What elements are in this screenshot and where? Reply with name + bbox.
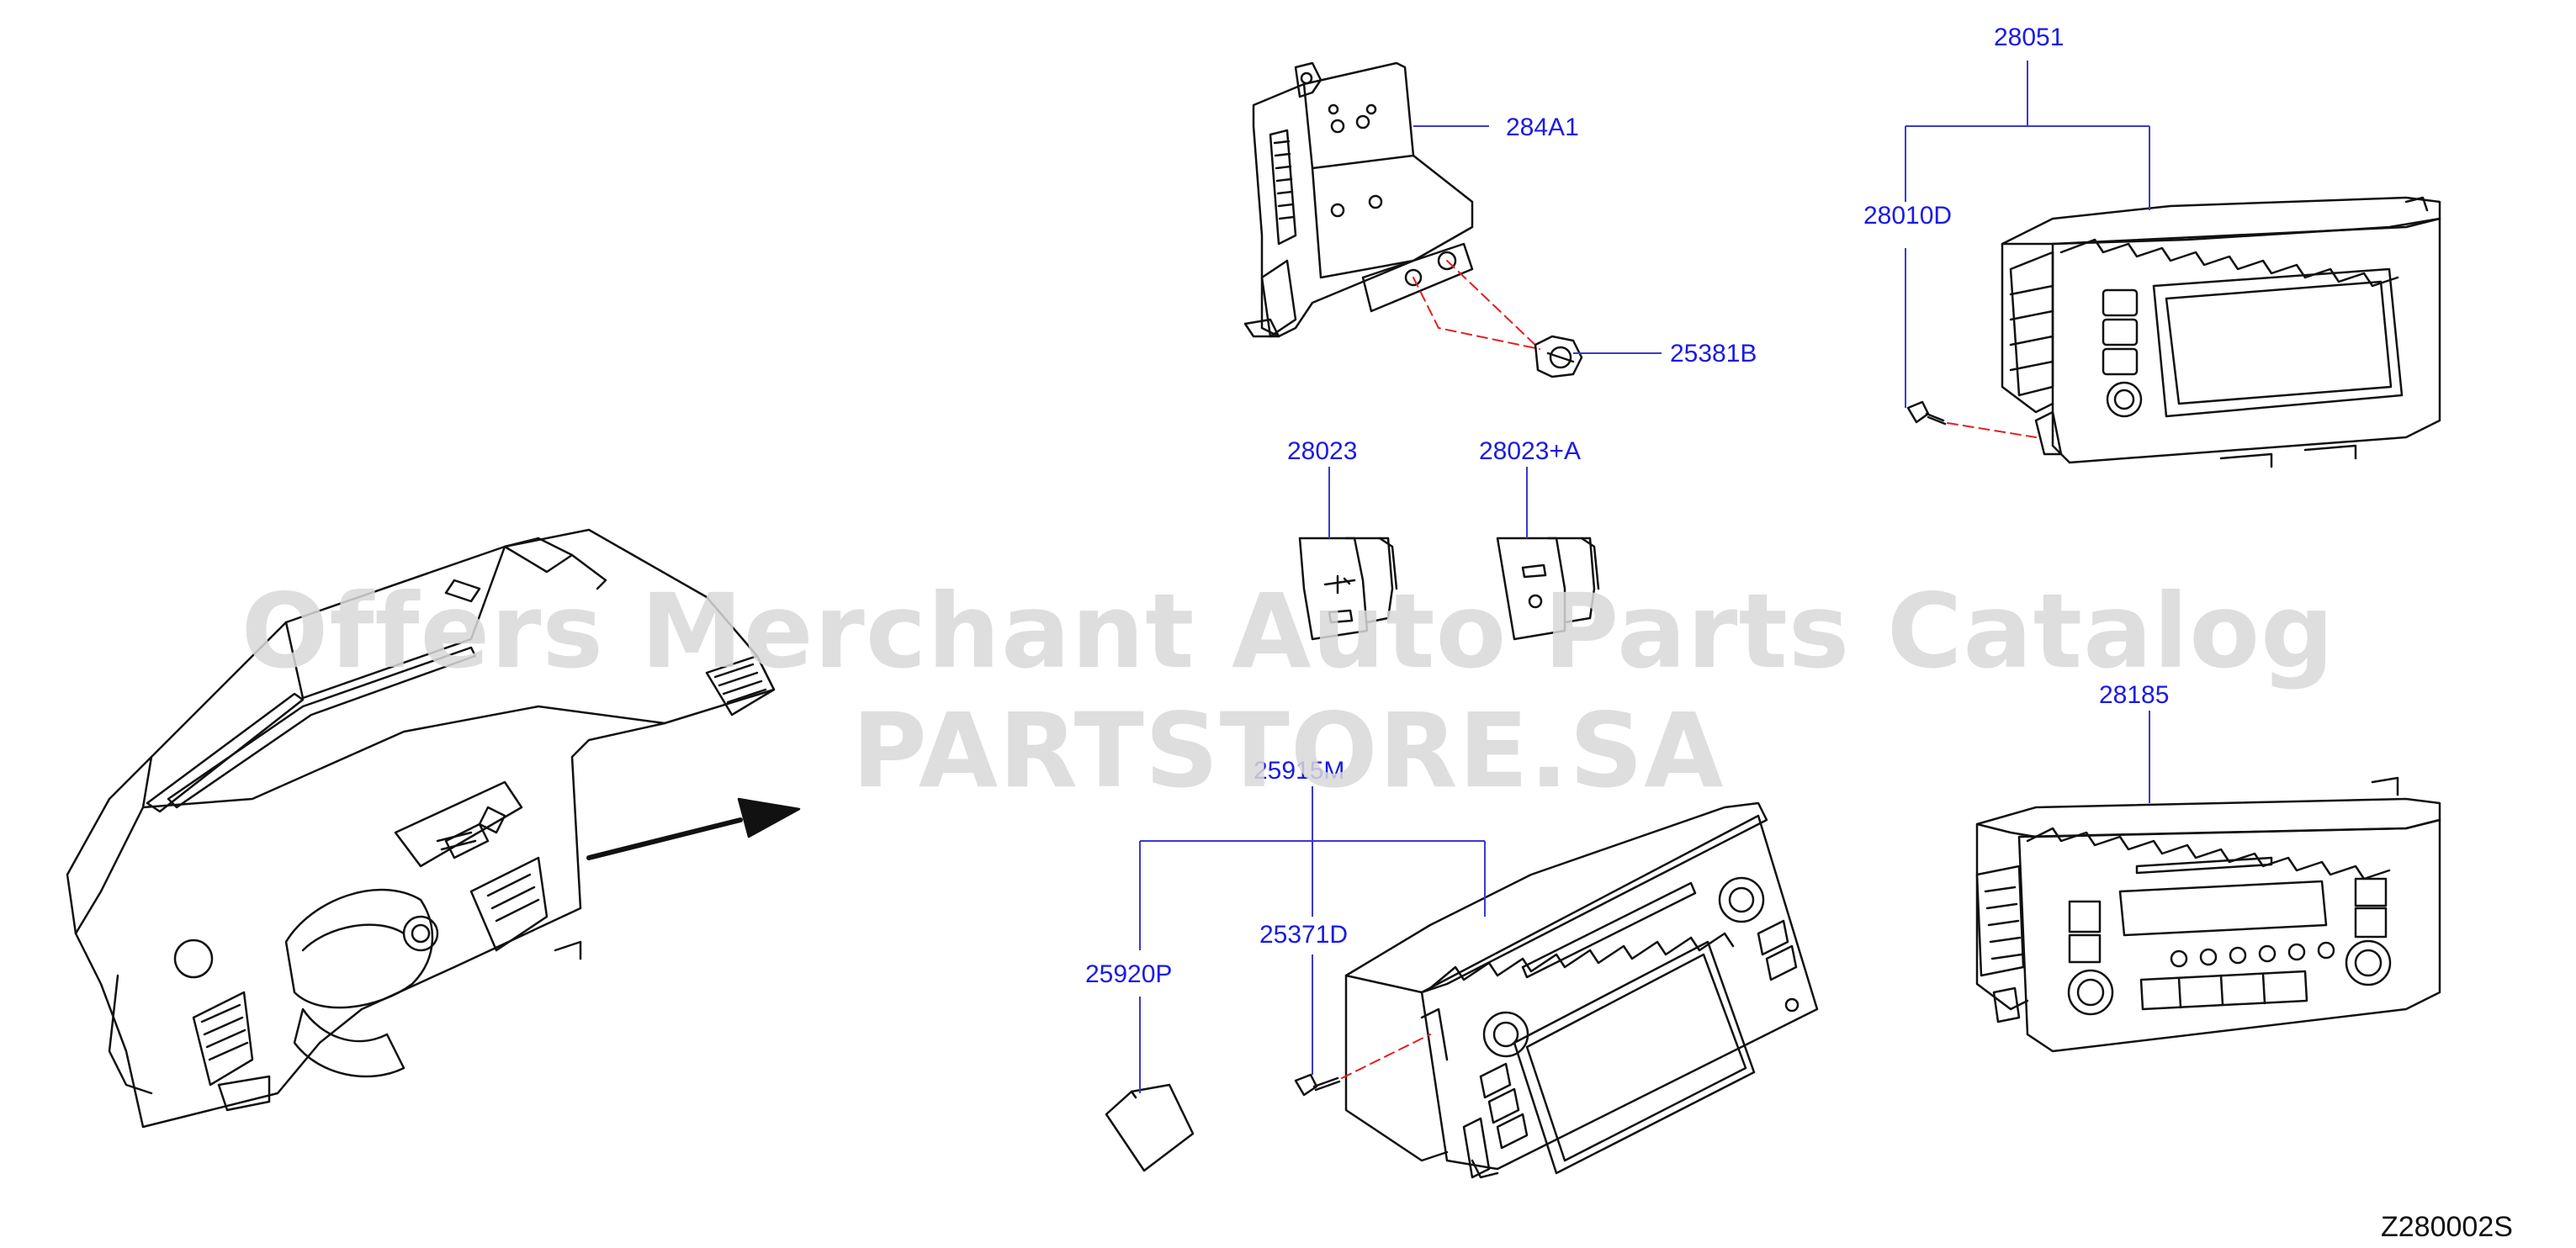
- direction-arrow: [586, 797, 801, 860]
- callout-284A1[interactable]: 284A1: [1506, 114, 1579, 141]
- callout-25381B[interactable]: 25381B: [1670, 340, 1757, 368]
- bracket-284A1-drawing: [1243, 61, 1474, 338]
- usb-port-28023-drawing: [1298, 537, 1398, 641]
- screw-28010D-drawing: [1906, 400, 1947, 426]
- dashboard-assembly-drawing: [66, 528, 776, 1129]
- callout-28023[interactable]: 28023: [1287, 437, 1358, 465]
- callout-25371D[interactable]: 25371D: [1259, 921, 1349, 949]
- clip-25381B-drawing: [1534, 335, 1583, 378]
- callout-25915M[interactable]: 25915M: [1254, 757, 1345, 785]
- callout-25920P[interactable]: 25920P: [1085, 960, 1173, 988]
- callout-28023A[interactable]: 28023+A: [1479, 437, 1581, 465]
- diagram-id: Z280002S: [2381, 1211, 2513, 1243]
- control-panel-28185-drawing: [1975, 776, 2441, 1053]
- leader-lines: [1139, 61, 2150, 1093]
- callout-28185[interactable]: 28185: [2099, 681, 2170, 709]
- screw-25371D-drawing: [1294, 1073, 1341, 1097]
- usb-port-28023A-drawing: [1496, 537, 1600, 641]
- callout-28010D[interactable]: 28010D: [1863, 202, 1953, 230]
- head-unit-25915M-drawing: [1344, 801, 1819, 1179]
- callout-28051[interactable]: 28051: [1994, 24, 2065, 51]
- display-unit-28051-drawing: [2001, 196, 2441, 468]
- sd-card-25920P-drawing: [1105, 1083, 1195, 1172]
